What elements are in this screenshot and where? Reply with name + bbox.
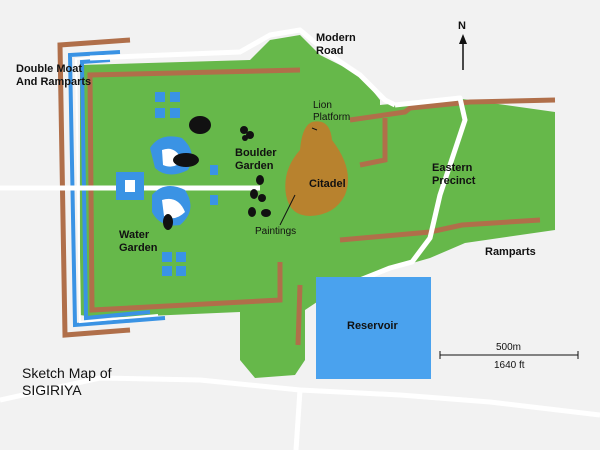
- ramparts-label: Ramparts: [485, 246, 536, 258]
- eastern-ramparts: [295, 97, 556, 346]
- map-title-line2: SIGIRIYA: [22, 382, 82, 398]
- double-moat-label: Double Moat And Ramparts: [16, 63, 92, 88]
- modern-road-label: Modern Road: [316, 32, 356, 57]
- reservoir: [316, 277, 431, 379]
- scale-imperial-label: 1640 ft: [494, 360, 525, 371]
- scale-bar: [439, 351, 579, 359]
- reservoir-label: Reservoir: [347, 320, 398, 332]
- boulder-garden-label: Boulder Garden: [235, 147, 277, 172]
- map-title-line1: Sketch Map of: [22, 365, 112, 381]
- lion-platform-label: Lion Platform: [313, 100, 351, 123]
- scale-metric-label: 500m: [496, 342, 522, 353]
- lion-platform-leader-line: [311, 127, 318, 131]
- citadel-label: Citadel: [309, 178, 346, 190]
- water-garden-label: Water Garden: [119, 229, 158, 254]
- boulders: [163, 116, 271, 230]
- north-arrow-icon: [459, 34, 467, 70]
- eastern-precinct-label: Eastern Precinct: [432, 162, 476, 187]
- citadel-rock: [285, 121, 349, 216]
- pool-islands: [125, 148, 185, 219]
- north-label: N: [458, 20, 466, 32]
- paintings-label: Paintings: [255, 226, 297, 237]
- paintings-leader-line: [279, 194, 296, 226]
